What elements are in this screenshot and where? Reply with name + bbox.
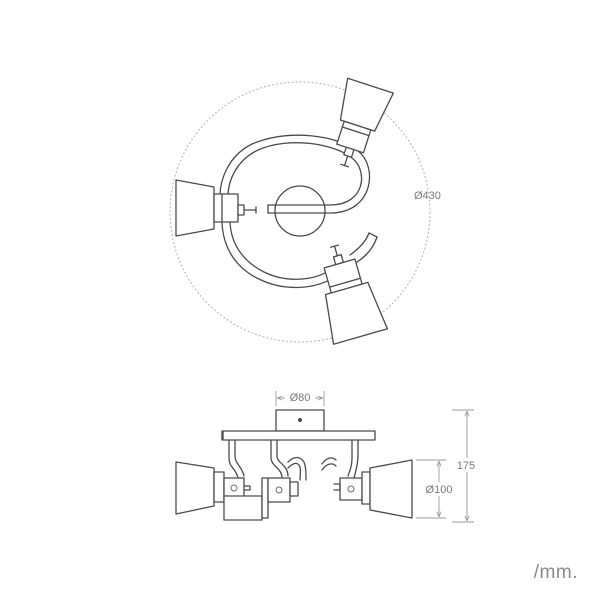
overall-diameter-circle xyxy=(169,81,431,343)
side-arms xyxy=(228,439,359,481)
top-right-spot xyxy=(336,77,394,168)
overall-diameter-label: Ø430 xyxy=(414,190,441,202)
top-left-spot xyxy=(175,179,257,237)
side-left-spot xyxy=(175,461,251,515)
base-diameter-label: Ø80 xyxy=(290,392,311,404)
side-view: Ø80 xyxy=(175,390,482,523)
shade-diameter-label: Ø100 xyxy=(426,484,453,496)
units-label: /mm. xyxy=(533,562,578,583)
side-right-spot xyxy=(333,459,413,519)
top-base-plate xyxy=(274,185,326,237)
bottom-right-spot xyxy=(323,244,389,345)
side-bar xyxy=(222,430,376,441)
side-middle-spot xyxy=(267,477,299,503)
spiral-arm xyxy=(219,134,378,289)
height-label: 175 xyxy=(457,460,475,472)
top-view: Ø430 xyxy=(169,77,441,345)
